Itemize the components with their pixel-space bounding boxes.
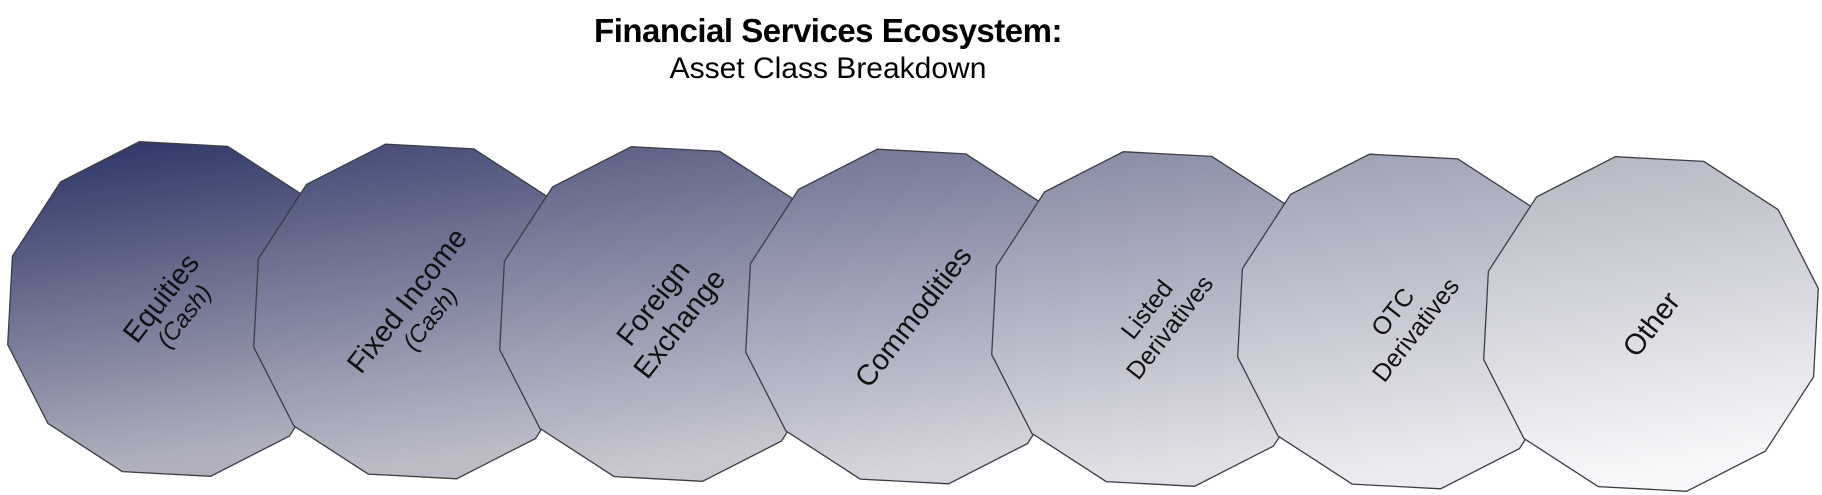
- node-otc-derivatives: OTCDerivatives: [1237, 153, 1573, 490]
- page-title: Financial Services Ecosystem: Asset Clas…: [0, 12, 1656, 86]
- node-listed-derivatives: ListedDerivatives: [991, 151, 1327, 487]
- page-title-line2: Asset Class Breakdown: [669, 51, 987, 85]
- node-other: Other: [1483, 156, 1819, 492]
- node-foreign-exchange: ForeignExchange: [499, 146, 835, 482]
- node-equities-cash: Equities(Cash): [7, 141, 343, 477]
- node-fixed-income-cash: Fixed Income(Cash): [253, 143, 589, 480]
- node-commodities: Commodities: [745, 148, 1081, 485]
- page-title-line1: Financial Services Ecosystem:: [594, 12, 1062, 49]
- node-other-shape: [1483, 156, 1819, 492]
- nodes-layer: Equities(Cash)Fixed Income(Cash)ForeignE…: [7, 141, 1819, 492]
